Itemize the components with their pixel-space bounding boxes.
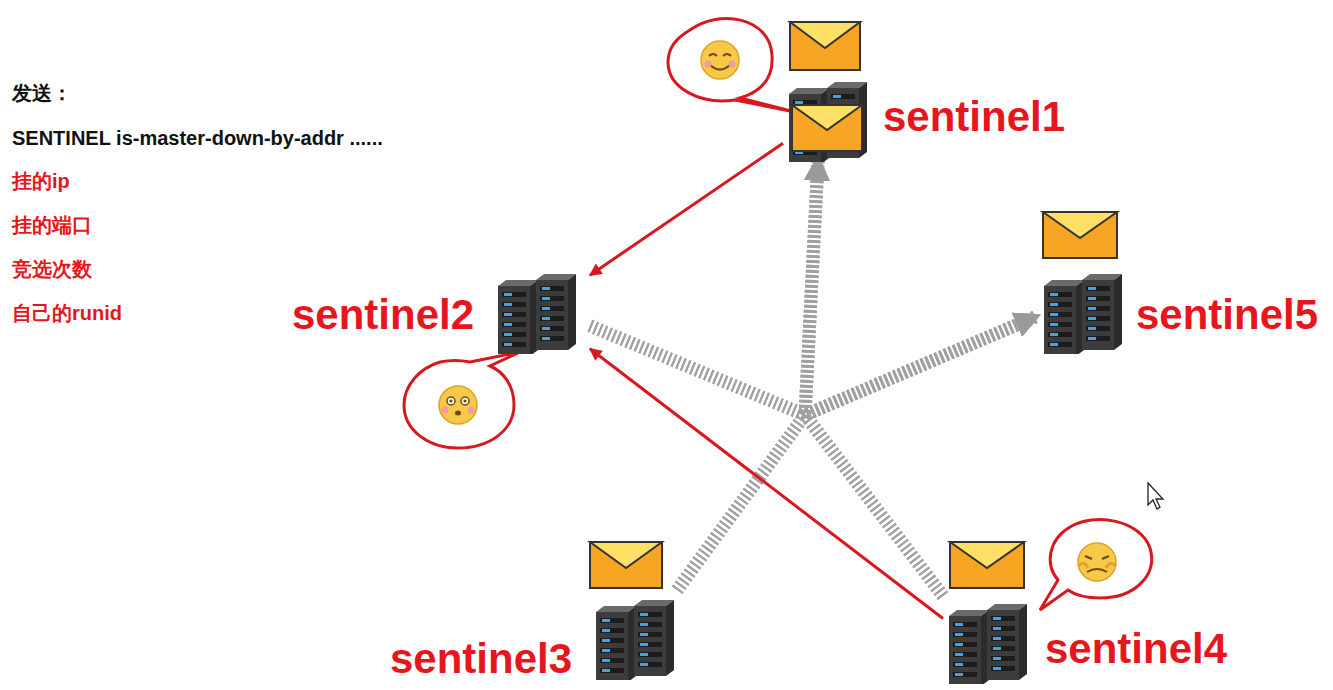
server-icon (1040, 270, 1128, 354)
parameter-note: 自己的runid (12, 302, 122, 324)
envelope (1043, 212, 1117, 258)
envelope (590, 542, 662, 588)
command-text: SENTINEL is-master-down-by-addr ...... (12, 127, 383, 149)
speech-bubble (668, 18, 795, 112)
vote-request-arrow (590, 143, 783, 275)
parameter-note: 挂的端口 (12, 214, 92, 236)
mouse-cursor (1148, 483, 1163, 509)
parameter-note: 挂的ip (12, 170, 70, 192)
envelope (950, 542, 1024, 588)
server-icon (945, 600, 1033, 684)
sentinel-node: sentinel5 (1036, 266, 1328, 358)
speech-bubble (404, 352, 520, 448)
server-icon (494, 270, 582, 354)
speech-bubble (1040, 520, 1152, 610)
node-label: sentinel3 (390, 638, 572, 680)
node-label: sentinel2 (292, 294, 474, 336)
sentinel-node: sentinel4 (943, 596, 1238, 686)
vote-request-arrow (590, 349, 943, 619)
broadcast-connector (677, 317, 1036, 590)
command-text: 发送： (12, 82, 72, 104)
server-icon (592, 596, 680, 680)
envelope (790, 22, 860, 70)
broadcast-connector (805, 317, 1036, 596)
server-icon (785, 78, 873, 162)
node-label: sentinel1 (883, 96, 1065, 138)
sentinel-node: sentinel3 (388, 590, 683, 682)
node-label: sentinel5 (1136, 294, 1318, 336)
sentinel-node: sentinel1 (783, 76, 1075, 160)
node-label: sentinel4 (1045, 628, 1227, 670)
broadcast-connector (677, 160, 818, 590)
sentinel-node: sentinel2 (288, 266, 590, 358)
parameter-note: 竞选次数 (12, 258, 92, 280)
